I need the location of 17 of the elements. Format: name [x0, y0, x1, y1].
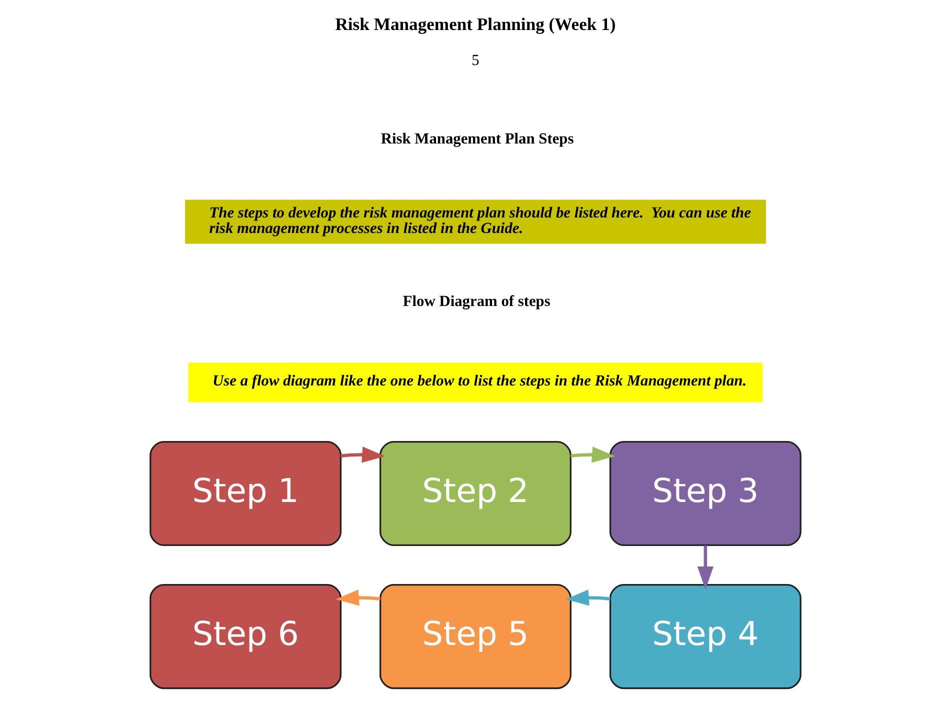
arrow	[697, 545, 714, 590]
label: Use a flow diagram like the one below to list the steps in the Risk Management plan.	[212, 372, 747, 390]
node-box: Step 2	[380, 441, 572, 546]
node-box: Step 3	[609, 441, 802, 546]
label: 5	[472, 52, 480, 70]
arrow	[566, 590, 610, 606]
node-box: Step 1	[150, 441, 342, 546]
arrow	[570, 446, 616, 463]
node-box: Step 6	[150, 584, 342, 690]
label: Flow Diagram of steps	[402, 293, 550, 310]
arrow	[340, 446, 386, 463]
arrow	[336, 590, 380, 606]
label: Risk Management Plan Steps	[380, 130, 574, 148]
diagram-title: Risk Management Planning (Week 1)	[335, 14, 616, 34]
node-box: Step 5	[380, 584, 572, 690]
node-box: Step 4	[609, 584, 802, 690]
label: The steps to develop the risk management plan should be listed here. You can use the risk management processes in listed in the Guide.	[209, 204, 751, 237]
